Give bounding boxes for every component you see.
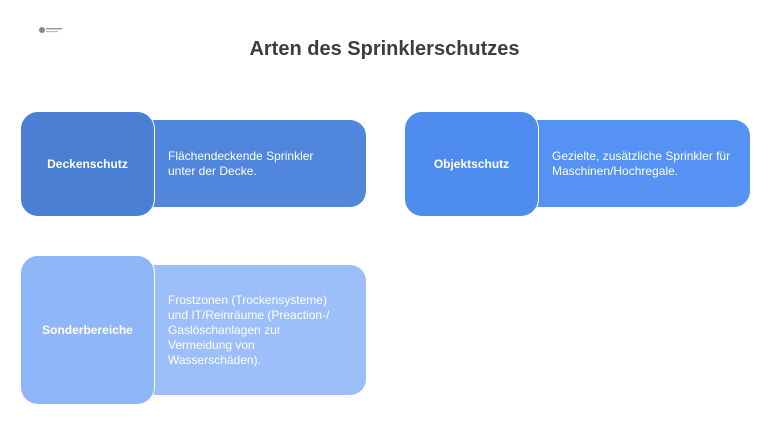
page-title: Arten des Sprinklerschutzes: [249, 38, 520, 60]
card-description-box: Gezielte, zusätzliche Sprinkler für Masc…: [522, 120, 750, 207]
card-description-box: Flächendeckende Sprinkler unter der Deck…: [138, 120, 366, 207]
card-heading: Sonderbereiche: [42, 323, 133, 337]
card-description-box: Frostzonen (Trockensysteme) und IT/Reinr…: [138, 265, 366, 395]
card-heading: Deckenschutz: [47, 157, 128, 171]
card-heading-box: Objektschutz: [404, 111, 539, 217]
card-sonderbereiche: Frostzonen (Trockensysteme) und IT/Reinr…: [20, 255, 366, 405]
card-description: Gezielte, zusätzliche Sprinkler für Masc…: [552, 148, 731, 178]
card-heading-box: Deckenschutz: [20, 111, 155, 217]
card-deckenschutz: Flächendeckende Sprinkler unter der Deck…: [20, 111, 366, 217]
card-description: Flächendeckende Sprinkler unter der Deck…: [168, 148, 314, 178]
card-heading: Objektschutz: [433, 157, 510, 171]
card-objektschutz: Gezielte, zusätzliche Sprinkler für Masc…: [404, 111, 750, 217]
logo: [38, 25, 64, 35]
card-description: Frostzonen (Trockensysteme) und IT/Reinr…: [168, 292, 330, 367]
card-heading-box: Sonderbereiche: [20, 255, 155, 405]
